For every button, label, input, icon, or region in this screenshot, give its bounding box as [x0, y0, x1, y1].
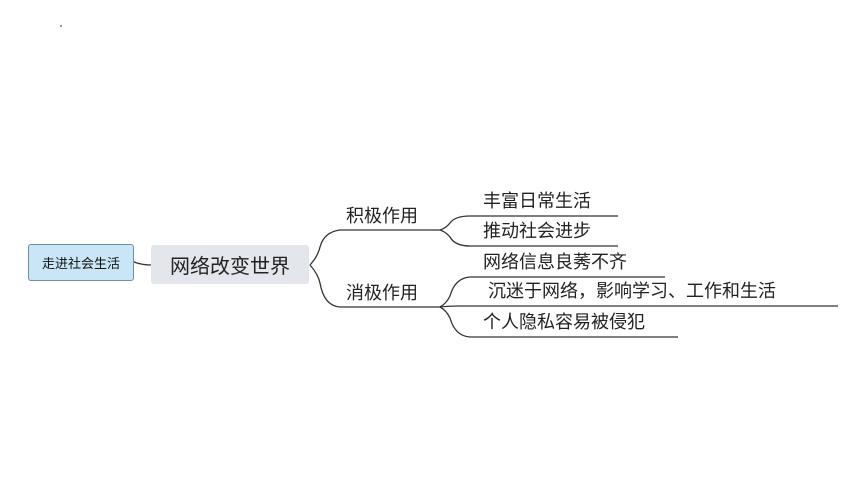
- leaf-positive-2[interactable]: 推动社会进步: [483, 221, 591, 242]
- leaf-negative-2[interactable]: 沉迷于网络，影响学习、工作和生活: [488, 281, 776, 302]
- root-node[interactable]: 走进社会生活: [28, 244, 134, 281]
- connector-main-negative: [309, 264, 440, 308]
- stray-dot: [60, 25, 62, 27]
- leaf-positive-1[interactable]: 丰富日常生活: [483, 191, 591, 212]
- branch-positive-label[interactable]: 积极作用: [346, 206, 418, 227]
- leaf-negative-3[interactable]: 个人隐私容易被侵犯: [483, 312, 645, 333]
- connector-negative-leaf-2: [439, 305, 838, 308]
- main-topic-label: 网络改变世界: [170, 254, 290, 278]
- connector-positive-leaf-2: [439, 229, 618, 247]
- connector-negative-leaf-3: [439, 306, 678, 338]
- connector-root-main: [133, 261, 152, 266]
- root-node-label: 走进社会生活: [41, 257, 120, 272]
- leaf-negative-1[interactable]: 网络信息良莠不齐: [483, 252, 627, 273]
- main-topic-node[interactable]: 网络改变世界: [151, 245, 309, 284]
- connector-negative-leaf-1: [439, 276, 665, 308]
- connector-positive-leaf-1: [439, 215, 618, 231]
- branch-negative-label[interactable]: 消极作用: [346, 283, 418, 304]
- connector-main-positive: [309, 229, 440, 266]
